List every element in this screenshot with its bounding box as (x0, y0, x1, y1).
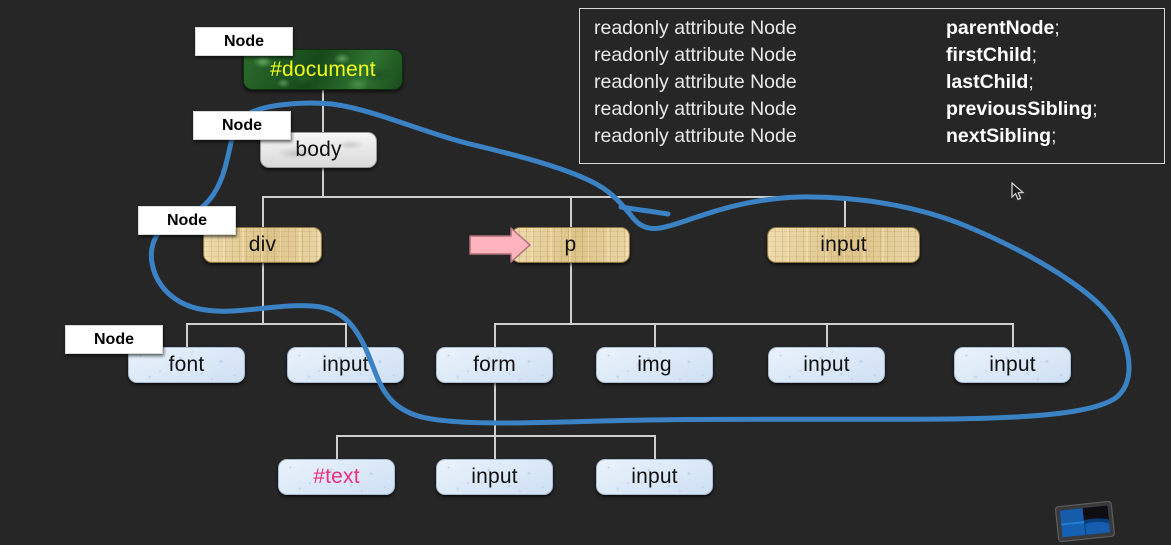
tree-node-input-row3[interactable]: input (767, 227, 920, 263)
connector-document-body (322, 90, 324, 132)
connector-bus-div (262, 196, 264, 227)
connector-div-down (262, 263, 264, 323)
connector-div-font (186, 323, 188, 347)
mouse-pointer-icon (1011, 182, 1025, 201)
code-declaration: readonly attribute Node (594, 17, 797, 39)
tree-node-label: font (168, 353, 205, 376)
connector-bus-p (570, 196, 572, 227)
code-terminator: ; (1028, 71, 1034, 93)
code-attribute: parentNode (946, 17, 1055, 39)
node-callout-label-font: Node (65, 325, 163, 354)
node-callout-label-body: Node (193, 111, 291, 140)
node-callout-text: Node (94, 330, 134, 348)
tree-node-label: form (473, 353, 516, 376)
connector-bus-input-r3 (844, 196, 846, 227)
code-declaration: readonly attribute Node (594, 125, 797, 147)
code-attribute: firstChild (946, 44, 1032, 66)
connector-p-form (494, 323, 496, 347)
tree-node-p[interactable]: p (511, 227, 630, 263)
tree-node-label: input (471, 465, 518, 488)
connector-div-input (345, 323, 347, 347)
tree-node-img[interactable]: img (596, 347, 713, 383)
tree-node-form[interactable]: form (436, 347, 553, 383)
tree-node-label: p (564, 233, 577, 256)
code-terminator: ; (1092, 98, 1098, 120)
tree-node-input-p-4[interactable]: input (954, 347, 1071, 383)
tree-node-label: input (322, 353, 369, 376)
code-line: readonly attribute Node lastChild; (594, 69, 1164, 96)
node-callout-text: Node (222, 116, 262, 134)
tree-node-label: img (637, 353, 672, 376)
code-panel: readonly attribute Node parentNode; reado… (579, 8, 1165, 164)
node-callout-label-document: Node (195, 27, 293, 56)
connector-p-input3 (826, 323, 828, 347)
node-callout-text: Node (167, 211, 207, 229)
blue-highlight-tick (618, 204, 671, 217)
connector-form-input2 (494, 435, 496, 459)
connector-p-down (570, 263, 572, 323)
tree-node-label: input (803, 353, 850, 376)
node-callout-label-div: Node (138, 206, 236, 235)
tree-node-input-form-3[interactable]: input (596, 459, 713, 495)
connector-body-down (322, 167, 324, 196)
code-terminator: ; (1054, 17, 1060, 39)
connector-form-input3 (654, 435, 656, 459)
tree-node-label: div (248, 233, 277, 256)
code-declaration: readonly attribute Node (594, 98, 797, 120)
tree-node-label: #document (270, 57, 376, 81)
tree-node-input-p-3[interactable]: input (768, 347, 885, 383)
tree-node-label: input (631, 465, 678, 488)
connector-p-img (654, 323, 656, 347)
tree-node-input-div-2[interactable]: input (287, 347, 404, 383)
tree-node-label: #text (313, 465, 360, 488)
connector-div-children-bus (186, 323, 346, 325)
code-attribute: previousSibling (946, 98, 1093, 120)
code-declaration: readonly attribute Node (594, 44, 797, 66)
tree-node-text[interactable]: #text (278, 459, 395, 495)
monitor-icon[interactable] (1054, 500, 1116, 544)
tree-node-label: body (295, 138, 342, 161)
connector-form-text (336, 435, 338, 459)
code-line: readonly attribute Node firstChild; (594, 42, 1164, 69)
code-line: readonly attribute Node parentNode; (594, 15, 1164, 42)
tree-node-document[interactable]: #document (243, 49, 403, 90)
code-declaration: readonly attribute Node (594, 71, 797, 93)
code-attribute: lastChild (946, 71, 1029, 93)
code-terminator: ; (1031, 44, 1038, 66)
connector-p-input4 (1012, 323, 1014, 347)
tree-node-label: input (989, 353, 1036, 376)
code-terminator: ; (1051, 125, 1057, 147)
connector-form-down (494, 383, 496, 435)
connector-p-children-bus (494, 323, 1013, 325)
connector-row3-bus (262, 196, 845, 198)
code-line: readonly attribute Node previousSibling; (594, 96, 1164, 123)
tree-node-input-form-2[interactable]: input (436, 459, 553, 495)
code-attribute: nextSibling (946, 125, 1052, 147)
code-line: readonly attribute Node nextSibling; (594, 123, 1164, 150)
tree-node-label: input (820, 233, 867, 256)
node-callout-text: Node (224, 32, 264, 50)
